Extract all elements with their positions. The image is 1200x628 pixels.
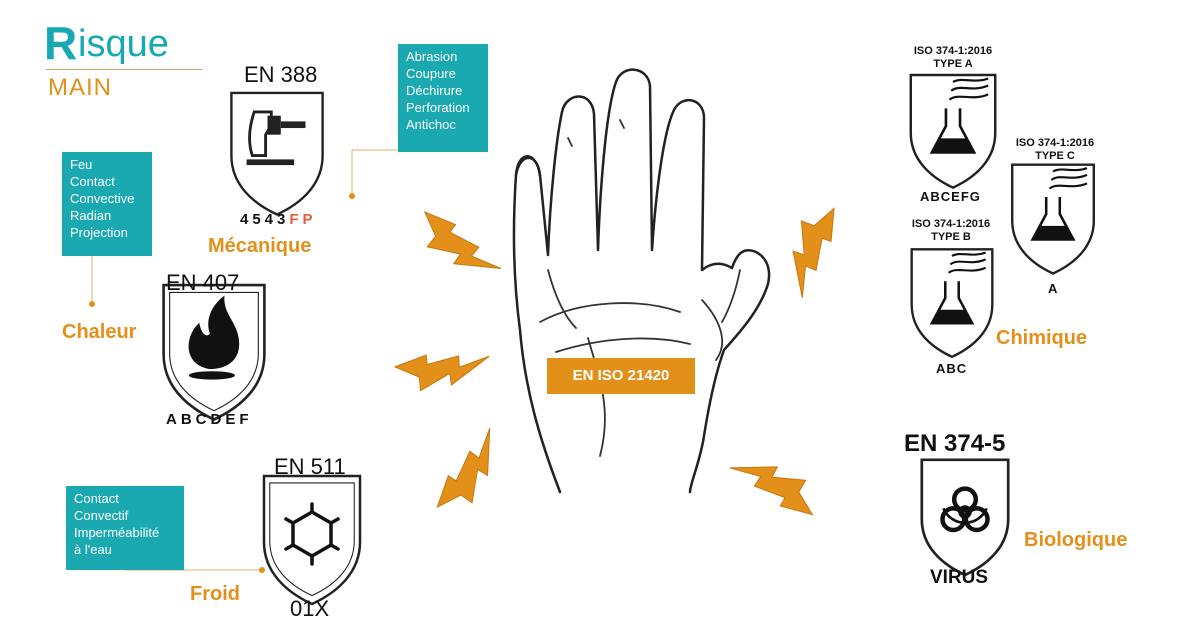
snowflake-icon xyxy=(284,502,340,566)
flask-icon xyxy=(929,251,987,325)
chaleur-properties: Feu Contact Convective Radian Projection xyxy=(62,152,152,256)
en388-shield xyxy=(230,91,324,216)
property-item: Antichoc xyxy=(406,117,456,132)
en407-code: ABCDEF xyxy=(166,411,253,428)
en407-shield xyxy=(162,283,266,421)
iso374-type-a-code: ABCEFG xyxy=(920,189,981,204)
flame-icon xyxy=(188,295,240,380)
property-item: Déchirure xyxy=(406,83,463,98)
iso-type-text: TYPE A xyxy=(933,58,973,70)
iso374-type-c-code: A xyxy=(1048,281,1059,296)
iso374-type-b-label: ISO 374-1:2016 TYPE B xyxy=(904,218,998,244)
en511-code: 01X xyxy=(290,596,330,621)
category-mecanique: Mécanique xyxy=(208,235,312,257)
property-item: Perforation xyxy=(406,100,470,115)
iso374-type-a-shield xyxy=(909,73,997,189)
property-item: Contact xyxy=(70,174,115,189)
category-biologique: Biologique xyxy=(1024,529,1128,551)
iso374-type-b-code: ABC xyxy=(936,361,968,376)
biohazard-icon xyxy=(940,486,990,533)
iso-type-text: TYPE C xyxy=(1035,150,1075,162)
en511-label: EN 511 xyxy=(274,454,346,479)
iso374-type-c-label: ISO 374-1:2016 TYPE C xyxy=(1008,137,1102,163)
property-item: Coupure xyxy=(406,66,456,81)
en388-code-main: 4543 xyxy=(240,211,290,228)
property-item: Convective xyxy=(70,191,135,206)
hand-illustration xyxy=(512,68,771,494)
property-item: Projection xyxy=(70,225,128,240)
iso-standard-text: ISO 374-1:2016 xyxy=(1015,137,1095,149)
en388-label: EN 388 xyxy=(244,62,318,87)
en511-shield xyxy=(262,474,362,606)
flask-icon xyxy=(929,77,989,154)
property-item: Feu xyxy=(70,157,93,172)
logo-divider xyxy=(46,69,202,70)
en388-code-accent: FP xyxy=(289,211,317,228)
mecanique-properties: Abrasion Coupure Déchirure Perforation A… xyxy=(398,44,488,152)
logo-subtitle: MAIN xyxy=(48,74,112,101)
property-item: Contact xyxy=(74,491,119,506)
en374-5-shield xyxy=(920,458,1010,577)
en388-code: 4543FP xyxy=(240,212,317,227)
property-item: Radian xyxy=(70,208,112,223)
connector-lines xyxy=(89,149,398,573)
property-item: Convectif xyxy=(74,508,129,523)
iso374-type-c-shield xyxy=(1011,163,1095,275)
froid-properties: Contact Convectif Imperméabilité à l'eau xyxy=(66,486,184,570)
hammer-glove-icon xyxy=(246,110,306,166)
logo-text: isque xyxy=(78,23,169,65)
en407-label: EN 407 xyxy=(166,270,240,295)
iso374-type-a-label: ISO 374-1:2016 TYPE A xyxy=(906,45,1000,71)
en374-5-code: VIRUS xyxy=(930,567,989,588)
iso374-type-b-shield xyxy=(910,248,994,358)
category-chimique: Chimique xyxy=(996,327,1088,349)
property-item: Abrasion xyxy=(406,49,458,64)
property-item: à l'eau xyxy=(74,542,112,557)
hand-creases xyxy=(539,119,741,457)
flask-icon xyxy=(1030,167,1088,241)
iso-standard-text: ISO 374-1:2016 xyxy=(911,218,991,230)
center-standard-label: EN ISO 21420 xyxy=(547,358,695,394)
category-chaleur: Chaleur xyxy=(62,321,137,343)
category-froid: Froid xyxy=(190,583,240,605)
en374-5-label: EN 374-5 xyxy=(904,430,1006,457)
iso-type-text: TYPE B xyxy=(931,231,971,243)
iso-standard-text: ISO 374-1:2016 xyxy=(913,45,993,57)
property-item: Imperméabilité xyxy=(74,525,160,540)
logo-initial: R xyxy=(44,17,78,69)
